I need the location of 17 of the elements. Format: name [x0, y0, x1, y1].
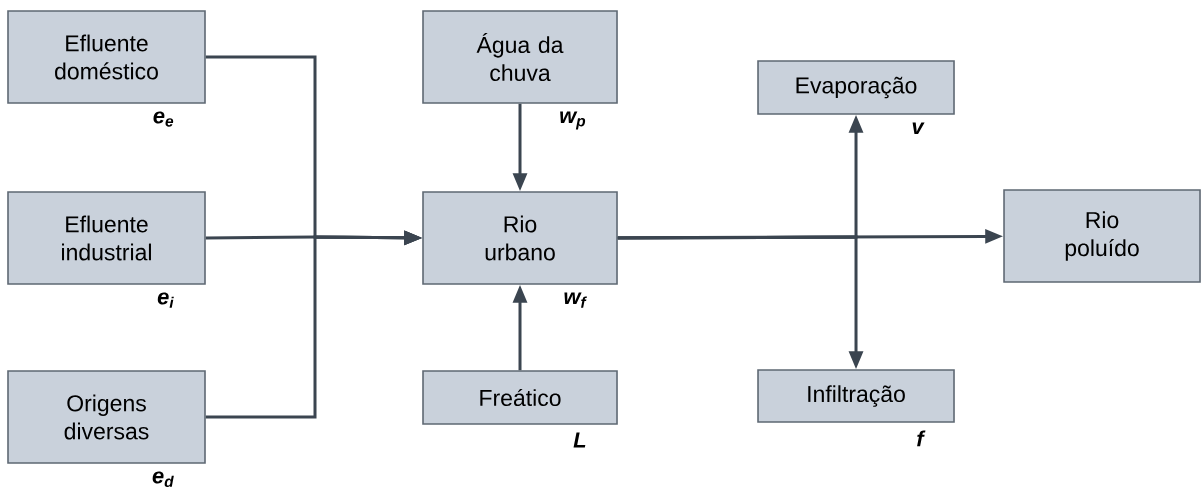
variable-label: e$_{i}$ — [157, 292, 174, 308]
variable-label: v — [912, 122, 925, 134]
process-box: Infiltração — [757, 369, 955, 423]
process-box: Água da chuva — [422, 10, 618, 104]
process-box: Rio urbano — [422, 191, 618, 285]
process-box: Origens diversas — [7, 370, 206, 464]
variable-label: e$_{d}$ — [152, 471, 174, 487]
variable-label: L — [573, 432, 586, 448]
variable-label: f — [917, 430, 926, 447]
process-box: Efluente doméstico — [7, 10, 206, 104]
process-box: Freático — [422, 370, 618, 425]
variable-label: w$_{f}$ — [564, 292, 587, 308]
variable-label: e$_{e}$ — [153, 111, 174, 127]
process-box: Efluente industrial — [7, 191, 206, 285]
process-box: Rio poluído — [1003, 189, 1201, 283]
process-box: Evaporação — [757, 60, 955, 115]
variable-label: w$_{p}$ — [560, 111, 586, 130]
